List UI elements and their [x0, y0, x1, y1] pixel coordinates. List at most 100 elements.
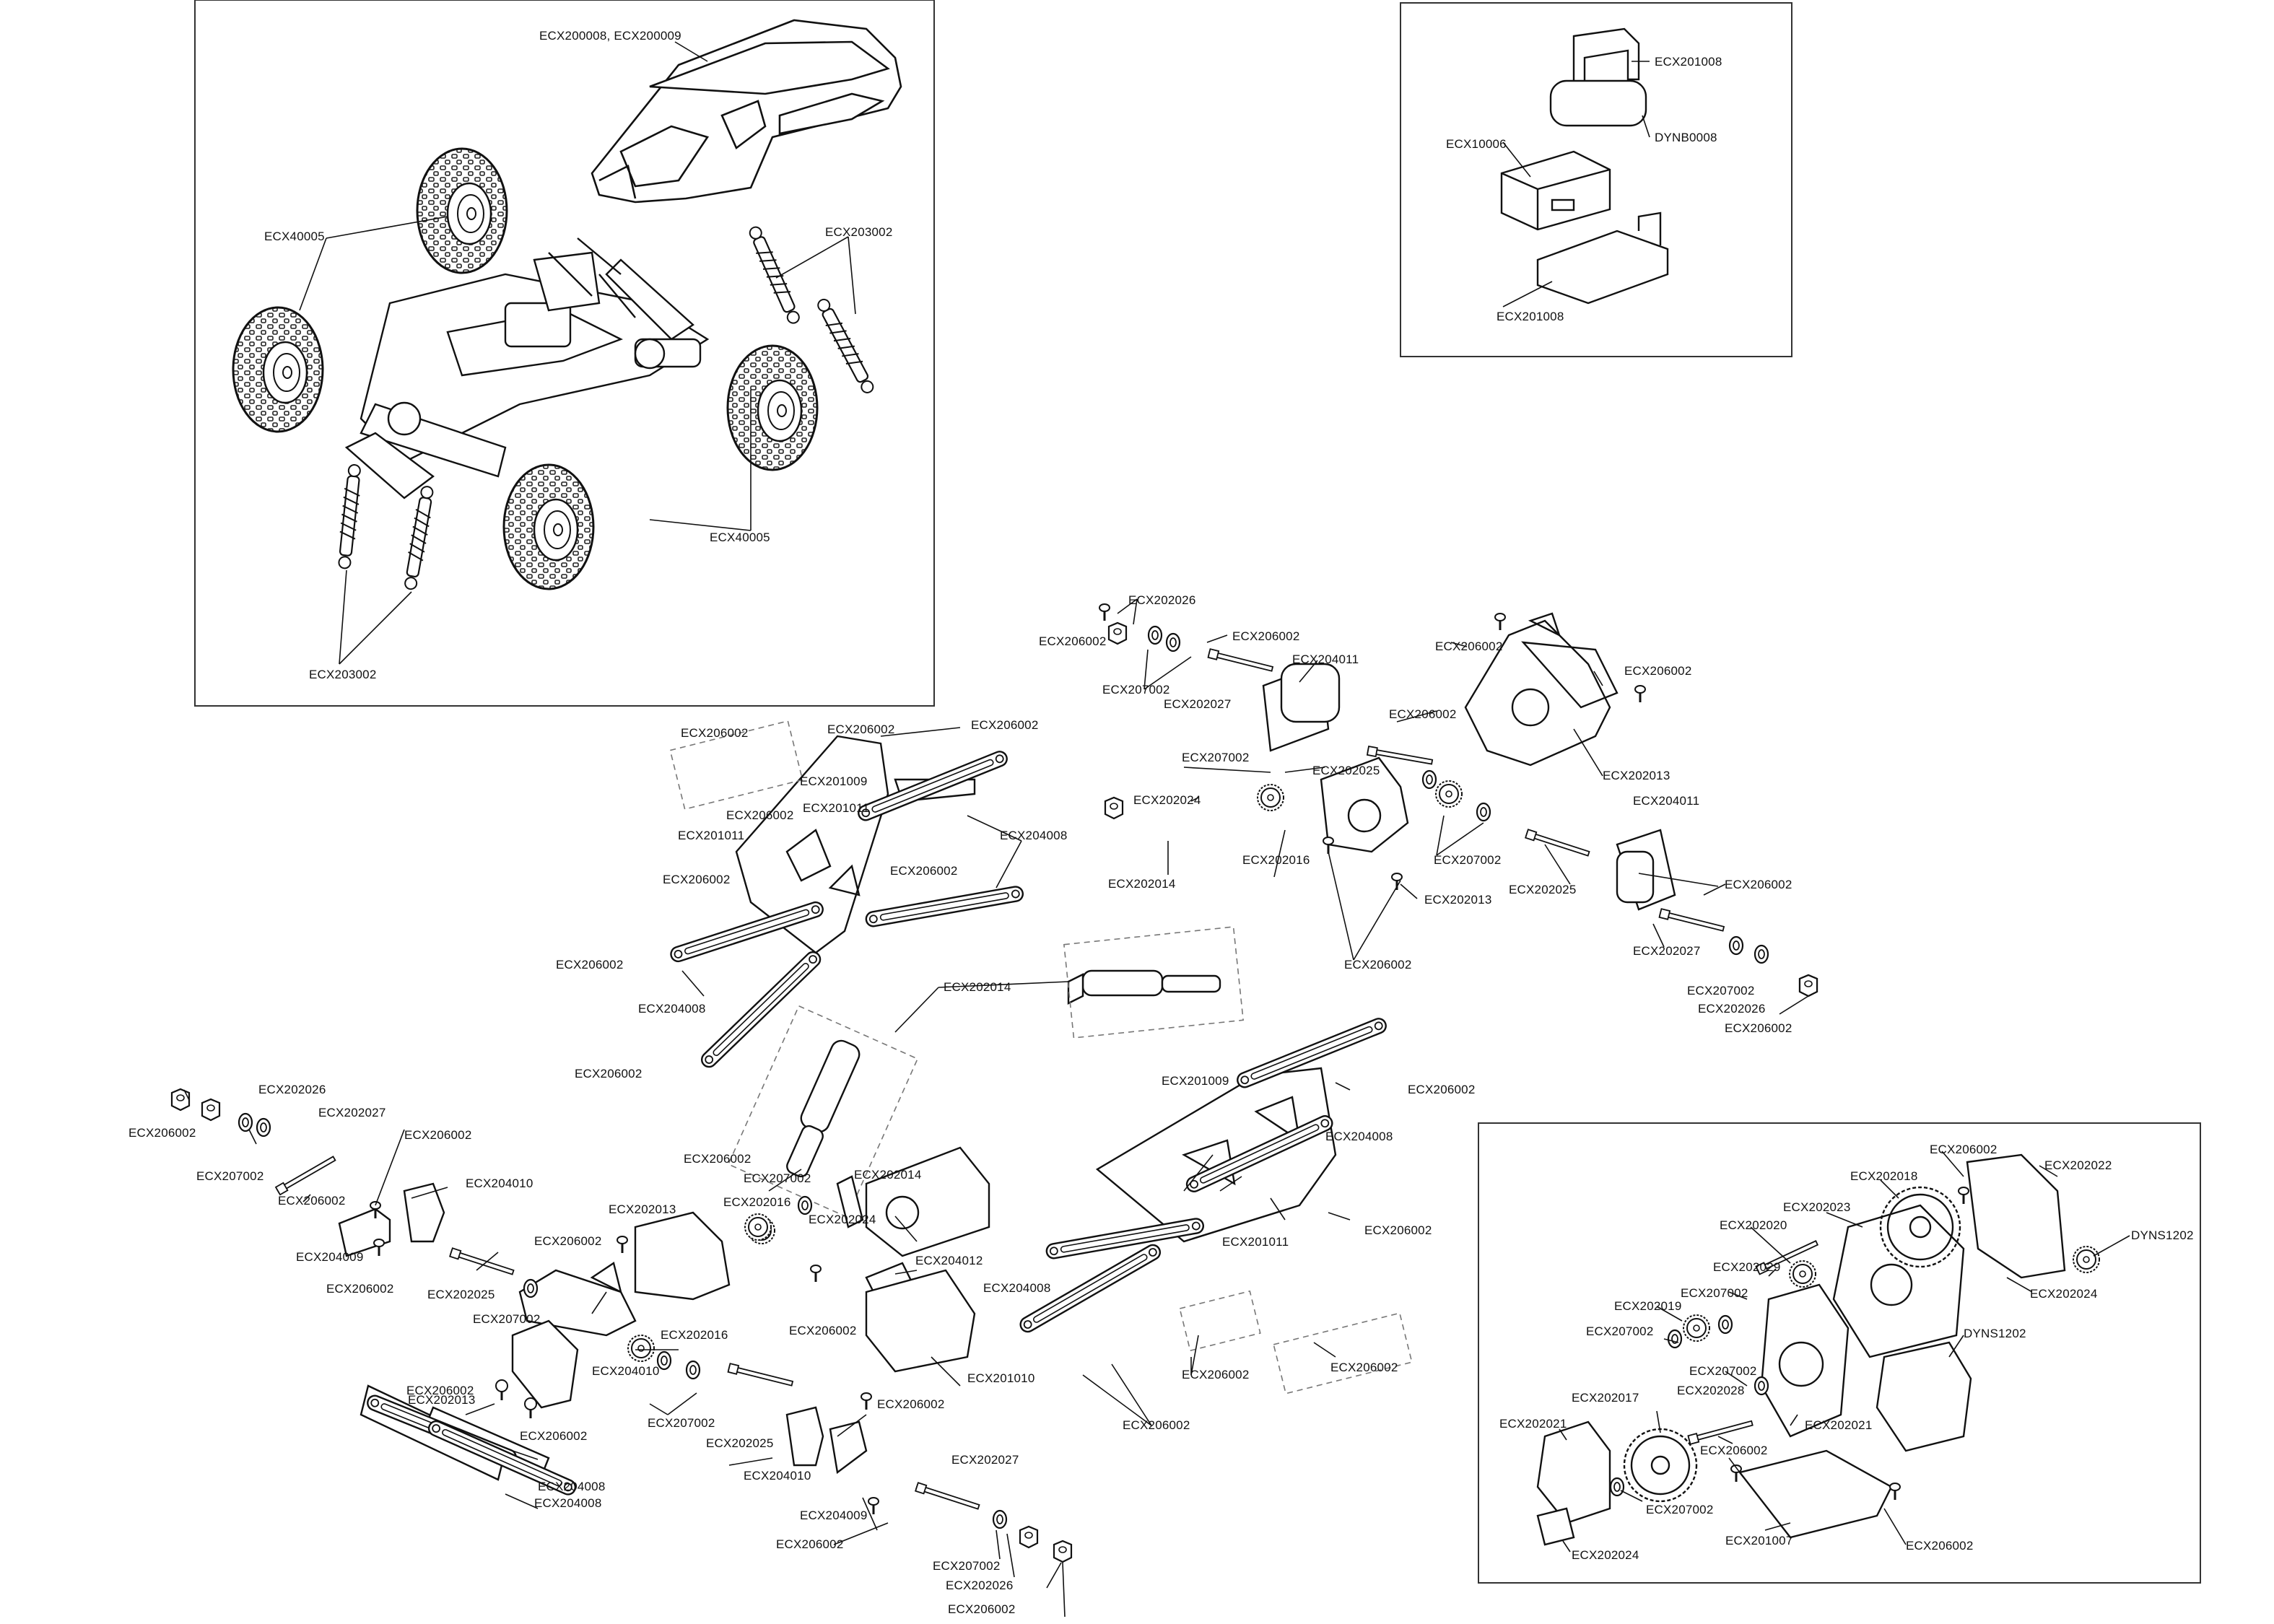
vehicle-overview-frame [194, 0, 935, 707]
shock-right-upper [745, 223, 804, 327]
label-trans-pinion: DYNS1202 [2131, 1228, 2194, 1242]
label-shocks-right: ECX203002 [825, 225, 893, 239]
front-ball-a [495, 1379, 509, 1402]
label-rear-plate-a: ECX201009 [800, 774, 868, 788]
shock-left-a [335, 463, 364, 570]
label-rear-axle-axle-b: ECX202025 [1509, 883, 1577, 896]
servo-bearing [797, 1195, 813, 1215]
clip-dash-box-3 [1179, 1290, 1261, 1352]
label-front-shaft-b: ECX202027 [951, 1453, 1019, 1467]
transmission-gears [1623, 1186, 1961, 1503]
label-rear-axle-pin-a: ECX206002 [1232, 629, 1300, 643]
label-rear-links-hw-e: ECX206002 [663, 873, 731, 886]
label-front-shaft: ECX202027 [318, 1106, 386, 1119]
label-driveshaft: ECX202014 [944, 980, 1011, 994]
label-front-hw-h: ECX206002 [776, 1537, 844, 1551]
front-nut-a [170, 1088, 191, 1112]
label-front-plate-b: ECX201011 [1222, 1235, 1289, 1249]
trans-shaft-b [1687, 1418, 1754, 1445]
label-rear-links-hw-d: ECX206002 [726, 808, 794, 822]
label-front-hw-c: ECX206002 [326, 1282, 394, 1296]
label-trans-hw-c: ECX206002 [1906, 1539, 1974, 1553]
front-shaft-c [727, 1363, 794, 1389]
label-trans-plate: ECX202023 [1783, 1200, 1851, 1214]
rear-bearing-a [1147, 625, 1163, 645]
rear-nut-d [1798, 974, 1818, 997]
label-front-hw-d: ECX206002 [534, 1234, 602, 1248]
label-trans-bearing-b: ECX207002 [1586, 1324, 1654, 1338]
rear-shaft-c [1525, 829, 1591, 859]
label-rear-axle-hw-c: ECX206002 [1435, 639, 1503, 653]
label-front-bearing-a: ECX207002 [196, 1169, 264, 1183]
front-bearing-e [685, 1360, 701, 1380]
label-servo: ECX204012 [915, 1254, 983, 1267]
label-trans-bearing-d: ECX207002 [1646, 1503, 1714, 1516]
label-front-axle-b: ECX202025 [706, 1436, 774, 1450]
wheel-top-left [416, 147, 508, 274]
label-trans-spur: ECX202018 [1850, 1169, 1918, 1183]
label-servo-hw-a: ECX206002 [684, 1152, 752, 1166]
rear-bearing-e [1728, 935, 1744, 956]
wheel-left [232, 306, 324, 433]
label-rear-axle-pin-b: ECX206002 [1725, 878, 1792, 891]
rear-bearing-c [1421, 769, 1437, 790]
label-front-link: ECX204008 [538, 1480, 606, 1493]
front-shaft-b [449, 1247, 515, 1278]
label-battery: DYNB0008 [1655, 131, 1717, 144]
label-front-knuckle-a: ECX204010 [466, 1176, 533, 1190]
front-shaft-d [915, 1482, 981, 1512]
servo-screw [809, 1264, 822, 1283]
label-front-plate-links-b: ECX204008 [983, 1281, 1051, 1295]
label-receiver: ECX10006 [1446, 137, 1507, 151]
label-trans-yoke: ECX202024 [2030, 1287, 2098, 1301]
trans-screw-a [1957, 1186, 1970, 1205]
rear-gear-b [1257, 784, 1284, 811]
label-trans-motor: DYNS1202 [1964, 1327, 2026, 1340]
rear-bearing-b [1165, 632, 1181, 652]
label-front-link-b: ECX204008 [534, 1496, 602, 1510]
label-front-knuckle-c: ECX204010 [744, 1469, 811, 1483]
label-rear-plate-b: ECX201011 [803, 801, 870, 815]
label-front-hw-g: ECX206002 [877, 1397, 945, 1411]
label-rear-axle-shaft-a: ECX202027 [1164, 697, 1232, 711]
front-shaft-a [275, 1153, 337, 1196]
label-rear-axle-bearing-b: ECX207002 [1182, 751, 1250, 764]
driveshaft-drawing [786, 969, 1221, 1178]
rear-link-4 [864, 884, 1025, 929]
front-screw-e [867, 1496, 880, 1516]
label-electronics-tray: ECX201008 [1497, 310, 1564, 323]
label-trans-skid: ECX201007 [1725, 1534, 1793, 1547]
label-front-plate-hw-c: ECX206002 [1182, 1368, 1250, 1381]
label-rear-axle-housing-b: ECX202013 [1424, 893, 1492, 907]
label-trans-hw-a: ECX206002 [1930, 1143, 1998, 1156]
trans-bearing-c [1754, 1376, 1769, 1396]
trans-gear-small-a [1789, 1260, 1816, 1288]
front-bearing-d [656, 1350, 672, 1371]
label-front-bearing-d: ECX207002 [933, 1559, 1001, 1573]
label-rear-links-hw-b: ECX206002 [827, 722, 895, 736]
label-front-hw-i: ECX206002 [948, 1602, 1016, 1616]
clip-dash-box-2 [1273, 1312, 1413, 1394]
front-bearing-c [523, 1278, 539, 1298]
label-rear-motor-mount-hw-a: ECX206002 [1624, 664, 1692, 678]
front-screw-b [373, 1238, 385, 1257]
front-bearing-b [256, 1117, 271, 1138]
front-bearing-f [992, 1509, 1008, 1529]
transmission-frame [1478, 1122, 2201, 1584]
label-front-plate-hw-d: ECX206002 [1330, 1361, 1398, 1374]
rear-link-3 [697, 948, 824, 1071]
label-front-nut-b: ECX202026 [946, 1579, 1014, 1592]
label-trans-bearing-a: ECX207002 [1681, 1286, 1748, 1300]
rear-shaft-d [1658, 908, 1725, 934]
leader-lines [183, 41, 2130, 1618]
rear-screw-b [1494, 612, 1507, 632]
label-servo-gear: ECX202016 [723, 1195, 791, 1209]
label-trans-case: ECX202022 [2044, 1158, 2112, 1172]
driveshaft-dash-box [1063, 926, 1245, 1039]
label-front-pin: ECX206002 [278, 1194, 346, 1208]
label-front-hw-e: ECX206002 [406, 1384, 474, 1397]
label-front-hw-f: ECX206002 [520, 1429, 588, 1443]
label-rear-links-hw-g: ECX206002 [556, 958, 624, 972]
